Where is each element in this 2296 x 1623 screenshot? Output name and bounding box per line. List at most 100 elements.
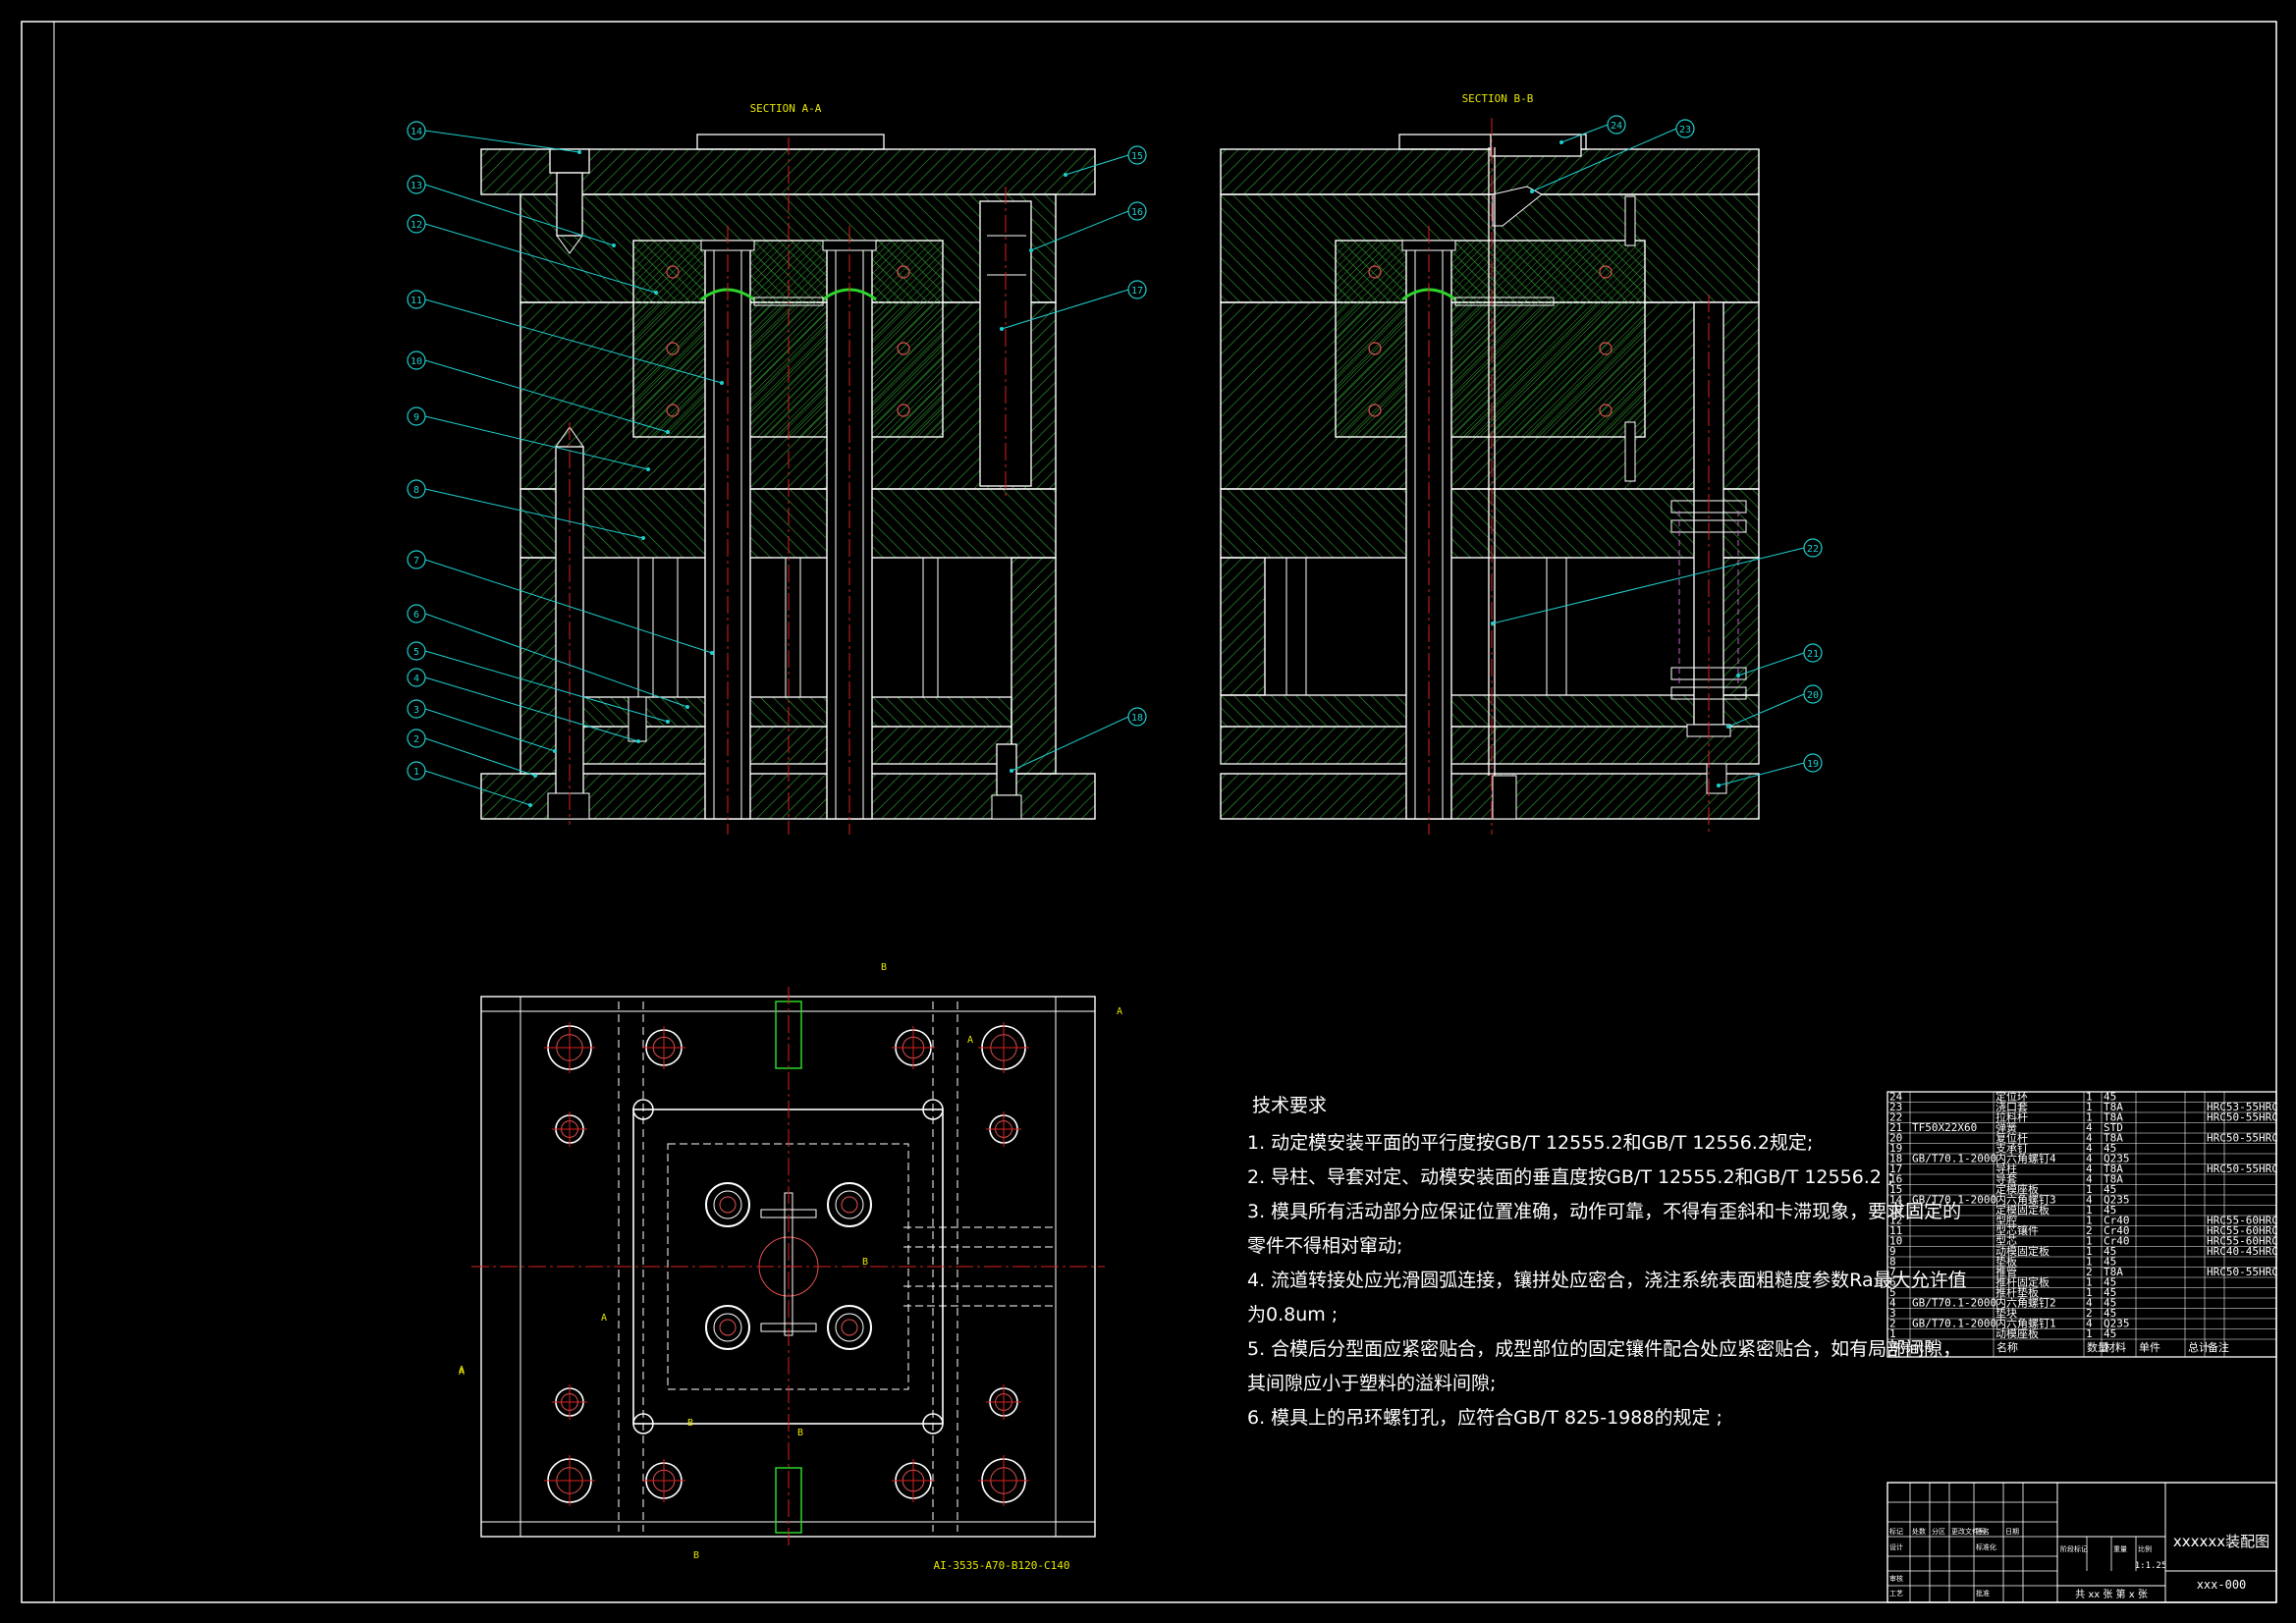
svg-text:20: 20 — [1807, 690, 1819, 701]
section-a-view: SECTION A-A — [480, 102, 1096, 835]
tech-req-title: 技术要求 — [1252, 1095, 1327, 1116]
svg-text:21: 21 — [1889, 1121, 1902, 1134]
svg-text:1: 1 — [2086, 1256, 2093, 1269]
svg-text:拉料杆: 拉料杆 — [1995, 1110, 2028, 1124]
balloon-5: 5 — [407, 641, 670, 724]
svg-text:内六角螺钉3: 内六角螺钉3 — [1995, 1193, 2056, 1207]
svg-text:3: 3 — [413, 705, 419, 716]
svg-text:1: 1 — [2086, 1091, 2093, 1104]
technical-requirements: 技术要求 1. 动定模安装平面的平行度按GB/T 12555.2和GB/T 12… — [1247, 1095, 1967, 1429]
svg-text:导柱: 导柱 — [1995, 1162, 2017, 1175]
title-block-label: 处数 — [1912, 1527, 1926, 1536]
balloon-11: 11 — [407, 290, 724, 385]
svg-text:2: 2 — [413, 734, 419, 745]
balloon-15: 15 — [1064, 145, 1147, 177]
svg-text:2: 2 — [2086, 1307, 2093, 1320]
svg-text:HRC50-55HRC: HRC50-55HRC — [2207, 1132, 2278, 1145]
drawing-title: xxxxxx装配图 — [2173, 1533, 2269, 1550]
tech-req-line: 零件不得相对窜动; — [1247, 1235, 1402, 1257]
ejector-plate-b — [1220, 726, 1760, 765]
svg-text:内六角螺钉2: 内六角螺钉2 — [1995, 1296, 2056, 1310]
svg-text:14: 14 — [410, 127, 422, 137]
balloon-10: 10 — [407, 351, 670, 434]
svg-text:23: 23 — [1679, 125, 1691, 135]
top-screw-a — [549, 148, 590, 174]
svg-text:2: 2 — [1889, 1318, 1896, 1330]
svg-text:10: 10 — [1889, 1235, 1902, 1248]
svg-text:7: 7 — [413, 556, 419, 567]
svg-text:45: 45 — [2104, 1204, 2116, 1217]
title-block-label: 工艺 — [1889, 1590, 1903, 1597]
svg-text:45: 45 — [2104, 1327, 2116, 1340]
svg-text:15: 15 — [1131, 151, 1143, 162]
ejector-retainer-b — [1220, 694, 1760, 728]
svg-text:4: 4 — [2086, 1173, 2093, 1186]
bom-header: 名称 — [1996, 1340, 2018, 1354]
bottom-clamp-plate-b — [1220, 773, 1760, 820]
title-block-label: 分区 — [1932, 1527, 1945, 1536]
balloon-16: 16 — [1029, 201, 1147, 252]
tech-req-line: 4. 流道转接处应光滑圆弧连接，镶拼处应密合，浇注系统表面粗糙度参数Ra最大允许… — [1247, 1270, 1967, 1291]
svg-text:22: 22 — [1807, 544, 1819, 555]
svg-text:定模座板: 定模座板 — [1995, 1182, 2039, 1196]
svg-text:16: 16 — [1131, 207, 1143, 218]
svg-text:T8A: T8A — [2104, 1101, 2123, 1113]
svg-text:21: 21 — [1807, 649, 1819, 660]
svg-text:4: 4 — [413, 674, 419, 684]
balloon-14: 14 — [407, 121, 581, 154]
svg-text:Q235: Q235 — [2104, 1153, 2130, 1165]
svg-text:GB/T70.1-2000: GB/T70.1-2000 — [1912, 1153, 1996, 1165]
svg-text:T8A: T8A — [2104, 1163, 2123, 1175]
svg-text:支承钉: 支承钉 — [1995, 1142, 2028, 1155]
svg-text:14: 14 — [1889, 1194, 1903, 1207]
svg-text:4: 4 — [2086, 1132, 2093, 1145]
svg-text:13: 13 — [1889, 1204, 1902, 1217]
svg-text:1: 1 — [413, 767, 419, 778]
title-block: xxxxxx装配图 xxx-000 1:1.25 共 xx 张 第 x 张 标记… — [1886, 1482, 2277, 1603]
svg-text:T8A: T8A — [2104, 1111, 2123, 1124]
title-block-label: 标准化 — [1976, 1542, 1996, 1551]
return-pin-b — [1693, 301, 1724, 726]
svg-text:1: 1 — [2086, 1101, 2093, 1113]
svg-text:5: 5 — [413, 647, 419, 658]
balloon-6: 6 — [407, 604, 689, 709]
svg-text:19: 19 — [1889, 1142, 1902, 1155]
svg-text:4: 4 — [2086, 1153, 2093, 1165]
svg-text:1: 1 — [2086, 1245, 2093, 1258]
svg-text:推杆垫板: 推杆垫板 — [1995, 1285, 2039, 1299]
tech-req-line: 6. 模具上的吊环螺钉孔，应符合GB/T 825-1988的规定 ; — [1247, 1407, 1722, 1429]
svg-text:1: 1 — [2086, 1204, 2093, 1217]
plan-bolt-holes — [544, 1022, 1029, 1506]
top-clamp-plate-b — [1220, 148, 1760, 195]
balloon-18: 18 — [1010, 707, 1147, 773]
svg-text:T8A: T8A — [2104, 1173, 2123, 1186]
svg-text:45: 45 — [2104, 1091, 2116, 1104]
section-marker: A — [459, 1365, 465, 1376]
svg-text:定模固定板: 定模固定板 — [1995, 1203, 2050, 1217]
svg-text:推杆固定板: 推杆固定板 — [1995, 1275, 2050, 1289]
svg-text:17: 17 — [1131, 286, 1143, 297]
svg-text:23: 23 — [1889, 1101, 1902, 1113]
svg-text:1: 1 — [2086, 1276, 2093, 1289]
svg-text:弹簧: 弹簧 — [1995, 1120, 2017, 1134]
title-block-label: 比例 — [2138, 1544, 2152, 1553]
svg-text:18: 18 — [1131, 713, 1143, 724]
svg-text:20: 20 — [1889, 1132, 1902, 1145]
svg-text:Q235: Q235 — [2104, 1194, 2130, 1207]
svg-text:45: 45 — [2104, 1142, 2116, 1155]
bom-header: 代号 — [1913, 1341, 1935, 1354]
section-marker: B — [797, 1428, 803, 1438]
balloon-19: 19 — [1717, 753, 1823, 787]
balloon-23: 23 — [1530, 119, 1695, 193]
svg-text:HRC50-55HRC: HRC50-55HRC — [2207, 1266, 2278, 1278]
svg-text:型芯镶件: 型芯镶件 — [1995, 1223, 2039, 1237]
